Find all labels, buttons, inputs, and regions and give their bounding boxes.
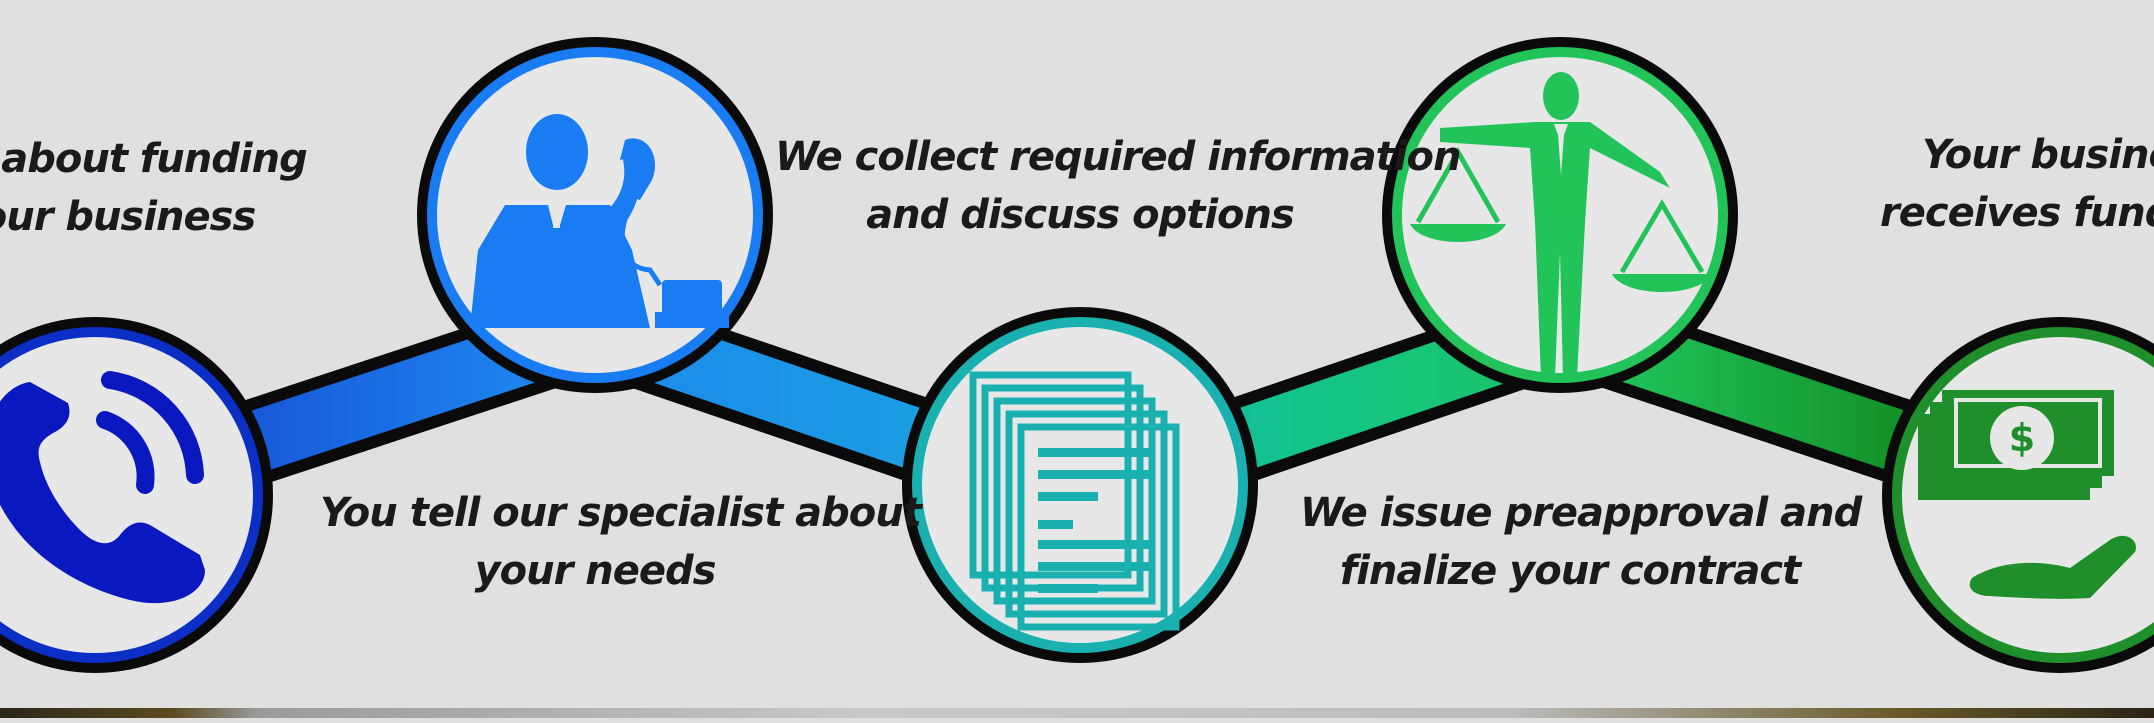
money-hand-icon (1918, 390, 2136, 599)
step-circle-preapproval (1382, 37, 1738, 393)
bottom-edge-strip (0, 708, 2154, 718)
caption-line: and discuss options (866, 192, 1295, 238)
step-caption-funding: Your busines receives fundi (1880, 126, 2154, 242)
dollar-symbol: $ (2009, 416, 2035, 460)
caption-line: your needs (474, 548, 717, 594)
scales-justice-icon (1410, 72, 1712, 378)
step-circle-inquire (0, 317, 273, 673)
step-circle-tell (417, 37, 773, 393)
dollar-coin (1990, 406, 2054, 470)
caption-line: You tell our specialist about (320, 490, 922, 536)
caption-line: Your busines (1922, 132, 2154, 178)
step-circle-funding: $ (1882, 317, 2154, 673)
document-text-lines (1038, 448, 1153, 593)
caption-line: uire about funding (0, 136, 308, 182)
caption-line: your business (0, 194, 256, 240)
step-caption-preapproval: We issue preapproval and finalize your c… (1300, 484, 1862, 600)
phone-icon (0, 371, 205, 604)
caption-line: finalize your contract (1339, 548, 1801, 594)
step-caption-inquire: uire about funding your business (0, 130, 350, 246)
businessman-phone-icon (470, 114, 729, 328)
caption-line: We collect required information (775, 134, 1461, 180)
step-caption-collect: We collect required information and disc… (775, 128, 1461, 244)
step-caption-tell: You tell our specialist about your needs (320, 484, 922, 600)
caption-line: We issue preapproval and (1300, 490, 1862, 536)
step-circle-collect (902, 307, 1258, 663)
caption-line: receives fundi (1880, 190, 2154, 236)
